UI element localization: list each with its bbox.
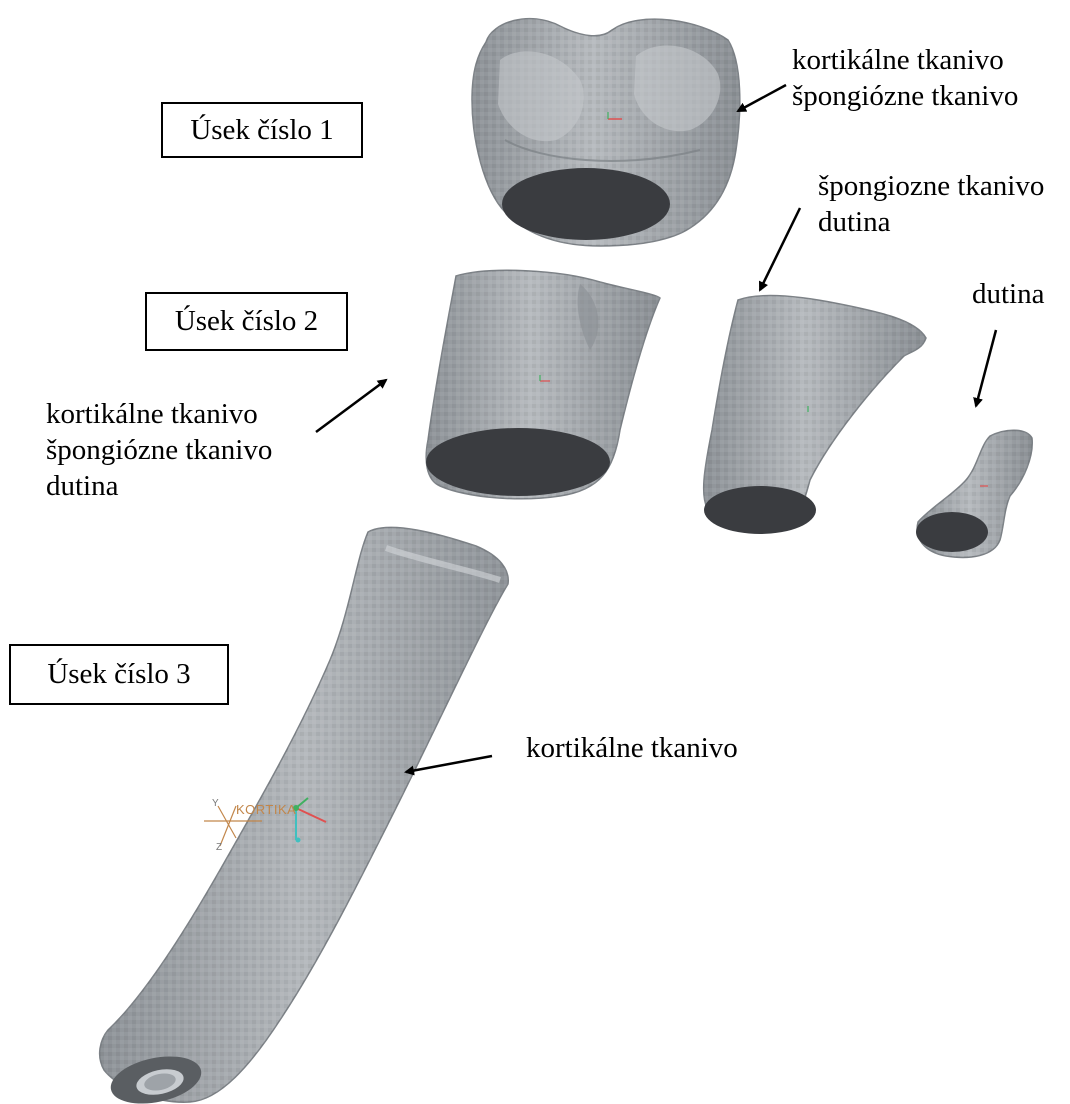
annotation-section-1: kortikálne tkanivo špongiózne tkanivo bbox=[792, 42, 1018, 114]
annotation-line: dutina bbox=[46, 468, 272, 504]
section-1-box: Úsek číslo 1 bbox=[161, 102, 363, 158]
arrow-section-1 bbox=[738, 85, 786, 111]
arrow-section-2-middle bbox=[760, 208, 800, 290]
arrow-section-2-right bbox=[976, 330, 996, 406]
annotation-line: špongiozne tkanivo bbox=[818, 168, 1044, 204]
annotation-section-2-right: dutina bbox=[972, 276, 1045, 312]
coordinate-system-label: KORTIKA bbox=[236, 802, 296, 817]
bone-section-1 bbox=[472, 19, 740, 246]
annotation-line: kortikálne tkanivo bbox=[792, 42, 1018, 78]
annotation-line: dutina bbox=[818, 204, 1044, 240]
annotation-line: špongiózne tkanivo bbox=[46, 432, 272, 468]
bone-section-3 bbox=[100, 527, 509, 1104]
arrow-section-2-left bbox=[316, 380, 386, 432]
bone-section-2-right bbox=[916, 430, 1032, 557]
annotation-section-2-left: kortikálne tkanivo špongiózne tkanivo du… bbox=[46, 396, 272, 504]
annotation-line: špongiózne tkanivo bbox=[792, 78, 1018, 114]
annotation-line: kortikálne tkanivo bbox=[46, 396, 272, 432]
annotation-section-2-middle: špongiozne tkanivo dutina bbox=[818, 168, 1044, 240]
annotation-line: dutina bbox=[972, 276, 1045, 312]
bone-section-2-middle bbox=[704, 296, 926, 534]
section-3-box: Úsek číslo 3 bbox=[9, 644, 229, 705]
annotation-section-3: kortikálne tkanivo bbox=[526, 730, 738, 766]
axis-y-label: Y bbox=[212, 798, 219, 809]
axis-z-label: Z bbox=[216, 842, 222, 853]
annotation-line: kortikálne tkanivo bbox=[526, 730, 738, 766]
bone-section-2-left bbox=[426, 270, 660, 498]
section-2-box: Úsek číslo 2 bbox=[145, 292, 348, 351]
